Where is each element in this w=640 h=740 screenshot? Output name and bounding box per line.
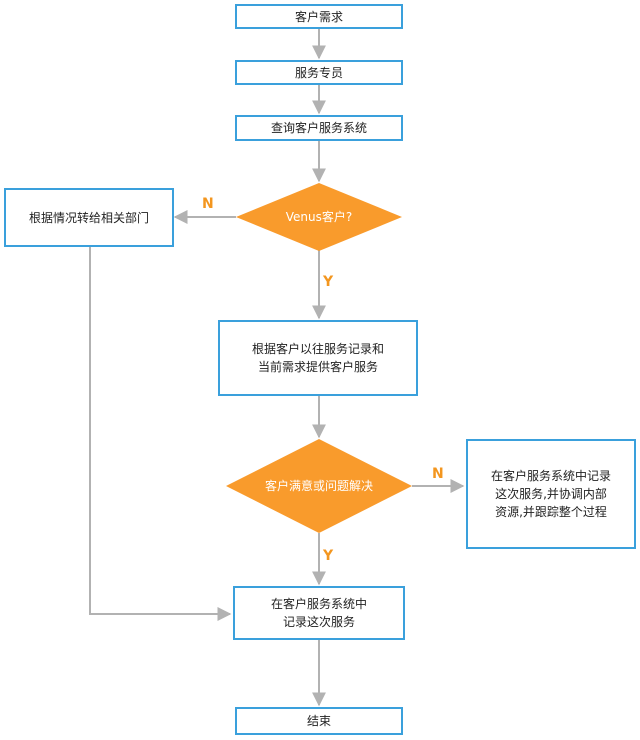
record-service-line2: 记录这次服务: [282, 615, 355, 629]
query-system-label: 查询客户服务系统: [270, 121, 367, 135]
edge-department-to-record: [89, 247, 232, 621]
venus-decision-diamond: [236, 183, 402, 251]
coordinate-resources-node: 在客户服务系统中记录 这次服务,并协调内部 资源,并跟踪整个过程: [466, 439, 636, 549]
end-label: 结束: [306, 714, 331, 728]
coordinate-resources-line3: 资源,并跟踪整个过程: [495, 505, 607, 519]
transfer-department-node: 根据情况转给相关部门: [4, 188, 174, 247]
satisfied-yes-label: Y: [323, 548, 334, 564]
venus-yes-label: Y: [323, 274, 334, 290]
venus-decision-label: Venus客户?: [285, 210, 353, 224]
provide-service-node: 根据客户以往服务记录和 当前需求提供客户服务: [218, 320, 418, 396]
coordinate-resources-line2: 这次服务,并协调内部: [495, 487, 607, 501]
record-service-node: 在客户服务系统中 记录这次服务: [233, 586, 405, 640]
satisfied-decision-label: 客户满意或问题解决: [264, 479, 373, 493]
venus-no-label: N: [202, 196, 214, 212]
provide-service-line2: 当前需求提供客户服务: [257, 360, 378, 374]
customer-request-node: 客户需求: [235, 4, 403, 29]
transfer-department-label: 根据情况转给相关部门: [28, 210, 149, 225]
service-specialist-node: 服务专员: [235, 60, 403, 85]
satisfied-no-label: N: [432, 466, 444, 482]
provide-service-line1: 根据客户以往服务记录和: [251, 342, 384, 356]
record-service-line1: 在客户服务系统中: [270, 597, 367, 611]
satisfied-decision-diamond: [226, 439, 412, 533]
service-specialist-label: 服务专员: [294, 65, 343, 80]
customer-request-label: 客户需求: [294, 9, 343, 24]
end-node: 结束: [235, 707, 403, 735]
query-system-node: 查询客户服务系统: [235, 115, 403, 141]
coordinate-resources-line1: 在客户服务系统中记录: [490, 469, 611, 483]
